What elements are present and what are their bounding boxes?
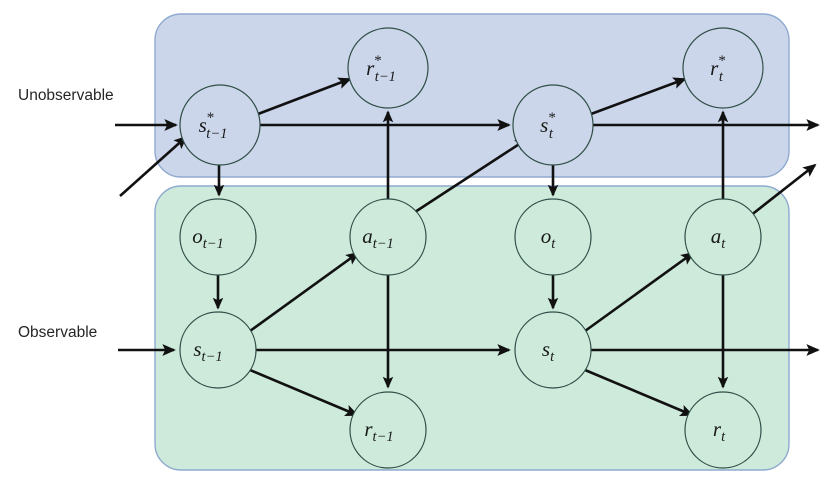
node-label-r-t: rt [713, 417, 726, 446]
node-o-tm1[interactable]: ot−1 [179, 198, 257, 276]
node-label-o-tm1: ot−1 [192, 224, 224, 253]
edge-s-star-tm1-to-r-star-tm1 [257, 77, 352, 116]
label-observable: Observable [18, 324, 97, 341]
node-s-star-t[interactable]: s*t [512, 84, 594, 166]
node-circle-s-star-tm1[interactable] [179, 84, 261, 166]
node-s-t[interactable]: st [514, 311, 592, 389]
node-circle-s-star-t[interactable] [512, 84, 594, 166]
unobservable-panel [154, 13, 790, 178]
edge-a-t-to-out-diagonal [749, 163, 817, 218]
edge-s-t-to-r-t [584, 368, 694, 417]
node-s-star-tm1[interactable]: s*t−1 [179, 84, 261, 166]
edge-s-t-to-a-t [584, 251, 695, 333]
node-circle-r-t[interactable] [684, 391, 762, 469]
node-circle-r-tm1[interactable] [349, 391, 427, 469]
node-label-a-t: at [711, 224, 727, 253]
node-r-star-tm1[interactable]: r*t−1 [347, 27, 429, 109]
node-label-o-t: ot [541, 224, 557, 253]
node-circle-r-star-tm1[interactable] [347, 27, 429, 109]
node-r-tm1[interactable]: rt−1 [349, 391, 427, 469]
edge-s-star-t-to-r-star-t [590, 77, 687, 116]
node-a-t[interactable]: at [684, 198, 762, 276]
observable-panel [154, 185, 790, 471]
node-label-s-star-tm1: s*t−1 [199, 110, 228, 142]
edge-a-tm1-to-s-star-t [414, 137, 529, 214]
edge-in-unobs-diagonal [119, 135, 188, 197]
label-unobservable: Unobservable [18, 87, 114, 104]
node-label-s-star-t: s*t [540, 110, 556, 142]
node-s-tm1[interactable]: st−1 [179, 311, 257, 389]
node-label-r-star-t: r*t [710, 53, 726, 85]
node-o-t[interactable]: ot [514, 198, 592, 276]
node-a-tm1[interactable]: at−1 [349, 198, 427, 276]
node-circle-o-t[interactable] [514, 198, 592, 276]
node-circle-r-star-t[interactable] [682, 27, 764, 109]
node-circle-s-t[interactable] [514, 311, 592, 389]
node-label-r-tm1: rt−1 [364, 417, 393, 446]
node-circle-s-tm1[interactable] [179, 311, 257, 389]
node-circle-o-tm1[interactable] [179, 198, 257, 276]
node-r-t[interactable]: rt [684, 391, 762, 469]
node-label-s-tm1: st−1 [193, 337, 222, 366]
node-circle-a-t[interactable] [684, 198, 762, 276]
region-observable [154, 185, 790, 471]
node-label-a-tm1: at−1 [362, 224, 394, 253]
node-label-r-star-tm1: r*t−1 [366, 53, 396, 85]
node-circle-a-tm1[interactable] [349, 198, 427, 276]
node-label-s-t: st [542, 337, 555, 366]
edge-s-tm1-to-a-tm1 [249, 251, 360, 333]
node-r-star-t[interactable]: r*t [682, 27, 764, 109]
region-unobservable [154, 13, 790, 178]
edge-s-tm1-to-r-tm1 [249, 368, 359, 417]
